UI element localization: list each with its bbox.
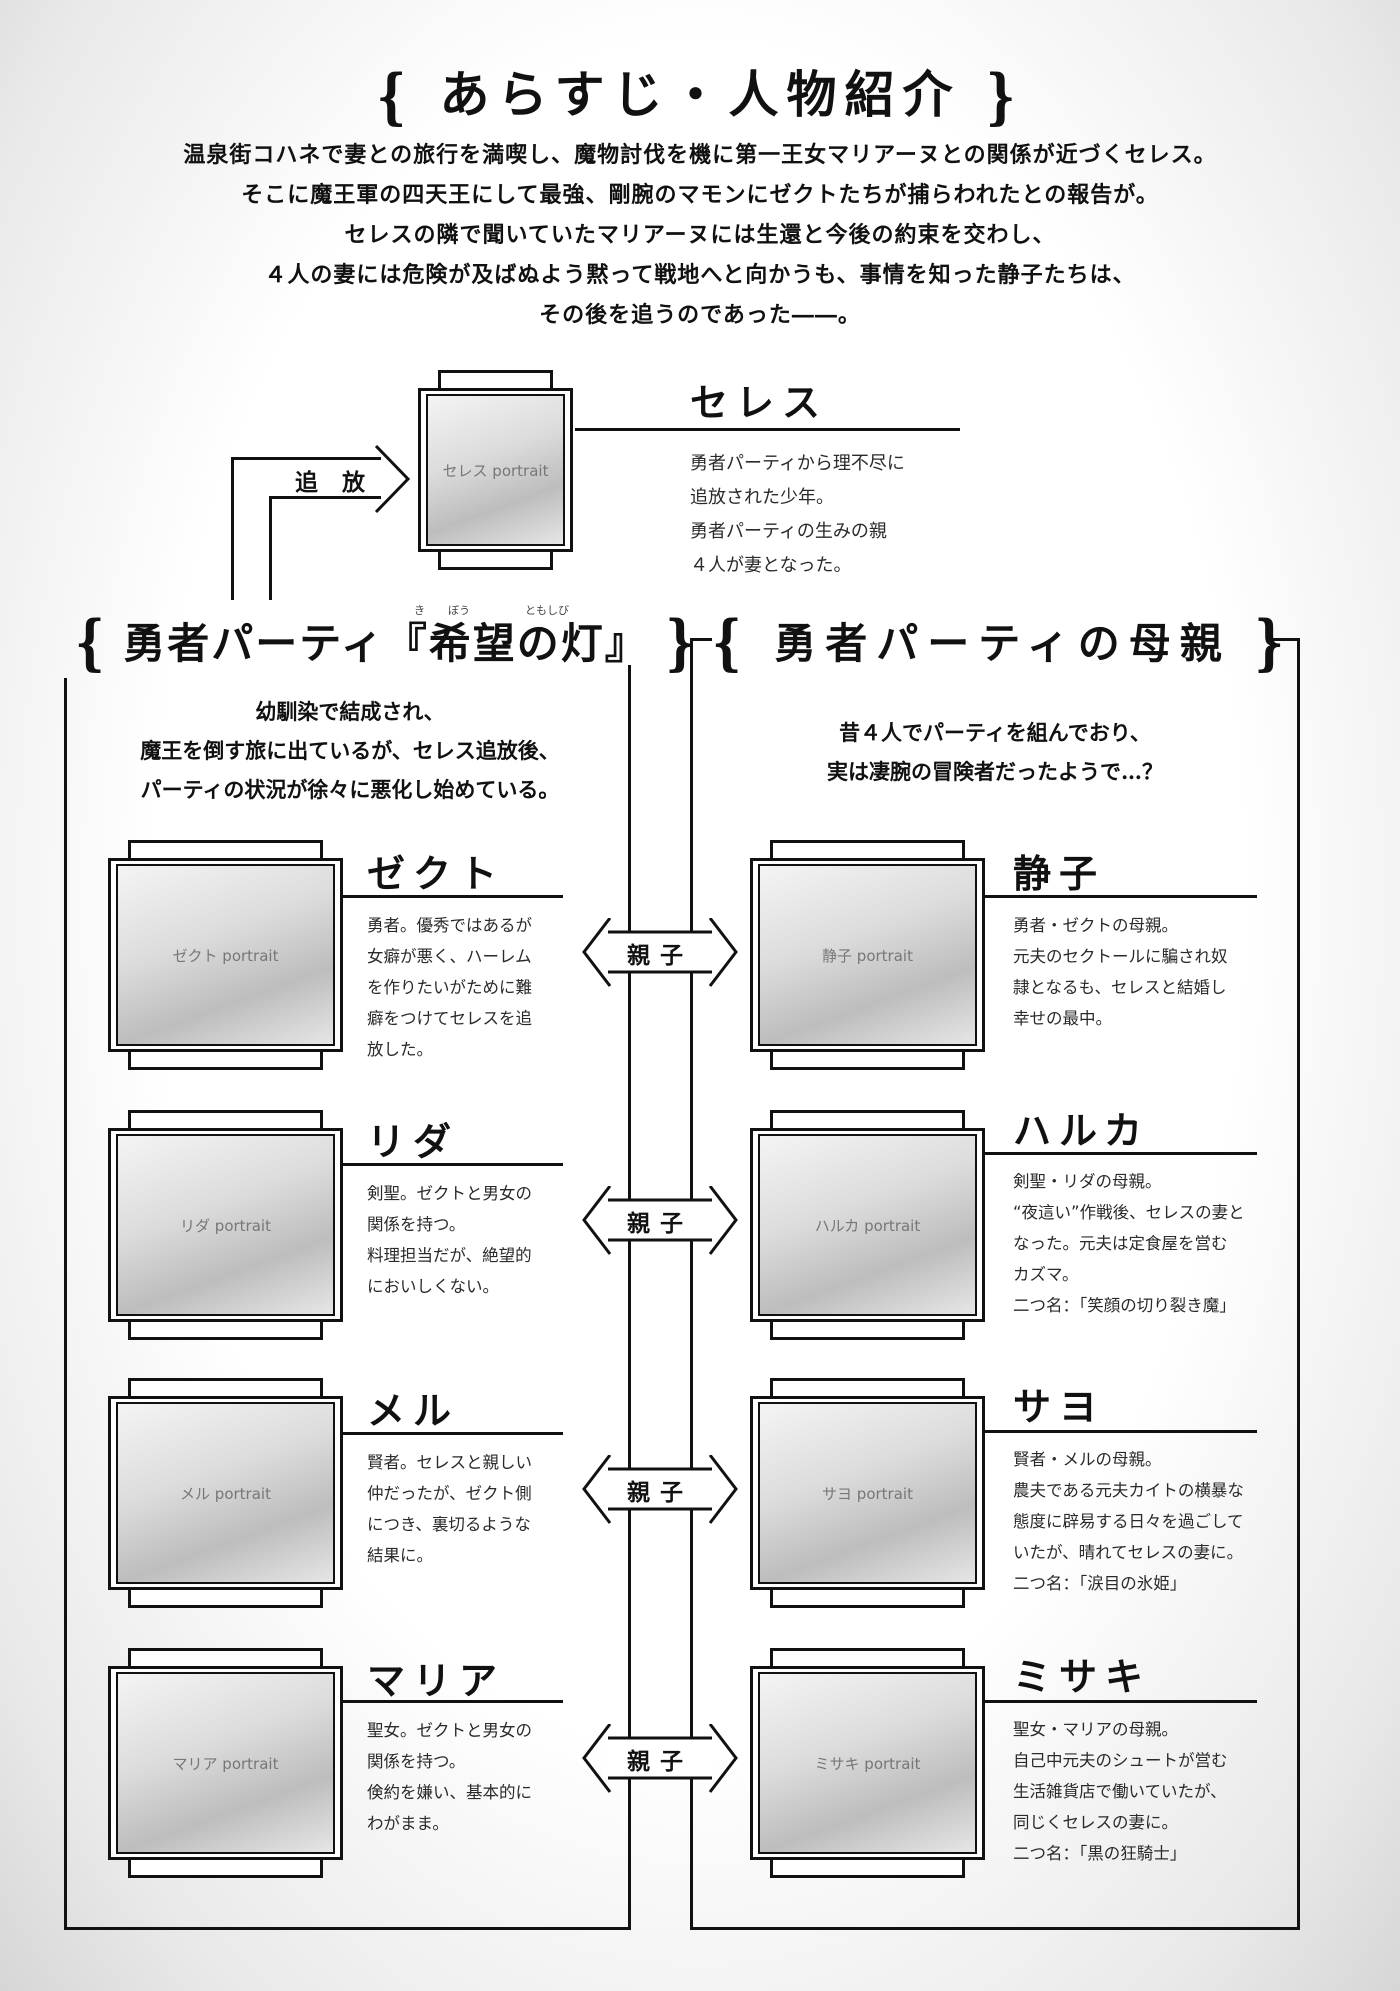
portrait-image: メル portrait: [116, 1402, 335, 1584]
name-underline: [985, 1152, 1257, 1155]
portrait-frame: ゼクト portrait: [108, 840, 343, 1070]
portrait-frame: サヨ portrait: [750, 1378, 985, 1608]
portrait-image: リダ portrait: [116, 1134, 335, 1316]
section-title-mothers: { 勇者パーティの母親 }: [712, 606, 1293, 678]
character-name: 静子: [1013, 851, 1106, 896]
character-desc: 勇者。優秀ではあるが 女癖が悪く、ハーレム を作りたいがために難 癖をつけてセレ…: [367, 916, 532, 1059]
page-title: { あらすじ・人物紹介 }: [0, 55, 1400, 131]
portrait-frame: マリア portrait: [108, 1648, 343, 1878]
parent-child-connector: 親子: [580, 1186, 740, 1266]
ruby-text: ともしび: [525, 604, 569, 617]
brace-right-ornament: }: [1254, 606, 1293, 678]
arrow-right-icon: [374, 444, 411, 514]
name-underline: [343, 1163, 563, 1166]
parent-child-connector: 親子: [580, 1455, 740, 1535]
tree-line: [231, 457, 234, 600]
character-desc: 賢者。セレスと親しい 仲だったが、ゼクト側 につき、裏切るような 結果に。: [367, 1453, 532, 1565]
synopsis-line: セレスの隣で聞いていたマリアーヌには生還と今後の約束を交わし、: [344, 222, 1056, 248]
character-name: サヨ: [1013, 1384, 1106, 1429]
character-desc: 聖女。ゼクトと男女の 関係を持つ。 倹約を嫌い、基本的に わがまま。: [367, 1721, 532, 1833]
synopsis-line: その後を追うのであった――。: [539, 302, 861, 328]
double-arrow-icon: [582, 1455, 738, 1524]
name-underline: [985, 895, 1257, 898]
portrait-frame: ハルカ portrait: [750, 1110, 985, 1340]
name-underline: [343, 1432, 563, 1435]
character-name: マリア: [367, 1658, 506, 1703]
name-underline: [343, 1700, 563, 1703]
character-name: ハルカ: [1013, 1108, 1150, 1153]
name-underline: [575, 428, 960, 431]
portrait-image: ミサキ portrait: [758, 1672, 977, 1854]
box-border: [690, 638, 693, 1930]
brace-left-ornament: {: [376, 60, 415, 132]
character-desc: 剣聖。ゼクトと男女の 関係を持つ。 料理担当だが、絶望的 においしくない。: [367, 1184, 532, 1296]
ruby-text: き: [414, 604, 425, 617]
name-underline: [985, 1430, 1257, 1433]
portrait-image: ゼクト portrait: [116, 864, 335, 1046]
tree-line: [231, 457, 381, 460]
synopsis-line: 温泉街コハネで妻との旅行を満喫し、魔物討伐を機に第一王女マリアーヌとの関係が近づ…: [183, 142, 1217, 168]
parent-child-label: 親子: [627, 1749, 693, 1775]
synopsis-line: ４人の妻には危険が及ばぬよう黙って戦地へと向かうも、事情を知った静子たちは、: [264, 262, 1136, 288]
brace-left-ornament: {: [75, 606, 107, 678]
tree-line: [269, 496, 272, 600]
box-border: [1270, 638, 1300, 641]
portrait-frame-seres: セレス portrait: [418, 370, 573, 570]
tree-line: [269, 496, 381, 499]
character-desc: 聖女・マリアの母親。 自己中元夫のシュートが営む 生活雑貨店で働いていたが、 同…: [1013, 1720, 1228, 1863]
parent-child-label: 親子: [627, 1480, 693, 1506]
parent-child-label: 親子: [627, 1211, 693, 1237]
portrait-image: セレス portrait: [426, 394, 565, 546]
ruby-text: ぼう: [448, 604, 470, 617]
portrait-image: マリア portrait: [116, 1672, 335, 1854]
synopsis: 温泉街コハネで妻との旅行を満喫し、魔物討伐を機に第一王女マリアーヌとの関係が近づ…: [60, 135, 1340, 335]
double-arrow-icon: [582, 1724, 738, 1793]
synopsis-line: そこに魔王軍の四天王にして最強、剛腕のマモンにゼクトたちが捕らわれたとの報告が。: [241, 182, 1159, 208]
parent-child-connector: 親子: [580, 918, 740, 998]
portrait-frame: ミサキ portrait: [750, 1648, 985, 1878]
box-border: [64, 678, 67, 1930]
parent-child-label: 親子: [627, 943, 693, 969]
character-name: リダ: [367, 1119, 460, 1164]
box-border: [628, 665, 631, 1930]
portrait-frame: 静子 portrait: [750, 840, 985, 1070]
exile-label: 追 放: [295, 470, 374, 496]
character-desc: 剣聖・リダの母親。 “夜這い”作戦後、セレスの妻と なった。元夫は定食屋を営む …: [1013, 1172, 1245, 1315]
character-desc: 勇者・ゼクトの母親。 元夫のセクトールに騙され奴 隷となるも、セレスと結婚し 幸…: [1013, 916, 1228, 1028]
name-underline: [343, 895, 563, 898]
name-underline: [985, 1700, 1257, 1703]
brace-left-ornament: {: [712, 606, 751, 678]
box-border: [690, 638, 712, 641]
character-name: ゼクト: [367, 851, 506, 896]
character-desc-seres: 勇者パーティから理不尽に 追放された少年。 勇者パーティの生みの親 ４人が妻とな…: [690, 453, 905, 576]
portrait-image: サヨ portrait: [758, 1402, 977, 1584]
section-title-party: { 勇者パーティ『希望の灯』 }: [75, 606, 697, 678]
portrait-image: 静子 portrait: [758, 864, 977, 1046]
box-border: [64, 1927, 631, 1930]
character-name-seres: セレス: [690, 380, 829, 425]
section-intro-party: 幼馴染で結成され、 魔王を倒す旅に出ているが、セレス追放後、 パーティの状況が徐…: [140, 699, 560, 802]
page-title-text: あらすじ・人物紹介: [439, 65, 961, 124]
section-intro-mothers: 昔４人でパーティを組んでおり、 実は凄腕の冒険者だったようで…？: [827, 720, 1163, 784]
box-border: [1297, 638, 1300, 1930]
character-name: ミサキ: [1013, 1654, 1152, 1699]
character-desc: 賢者・メルの母親。 農夫である元夫カイトの横暴な 態度に辟易する日々を過ごして …: [1013, 1450, 1244, 1593]
portrait-frame: リダ portrait: [108, 1110, 343, 1340]
double-arrow-icon: [582, 918, 738, 987]
brace-right-ornament: }: [985, 60, 1024, 132]
double-arrow-icon: [582, 1186, 738, 1255]
box-border: [690, 1927, 1300, 1930]
portrait-frame: メル portrait: [108, 1378, 343, 1608]
parent-child-connector: 親子: [580, 1724, 740, 1804]
portrait-image: ハルカ portrait: [758, 1134, 977, 1316]
character-name: メル: [367, 1388, 460, 1433]
